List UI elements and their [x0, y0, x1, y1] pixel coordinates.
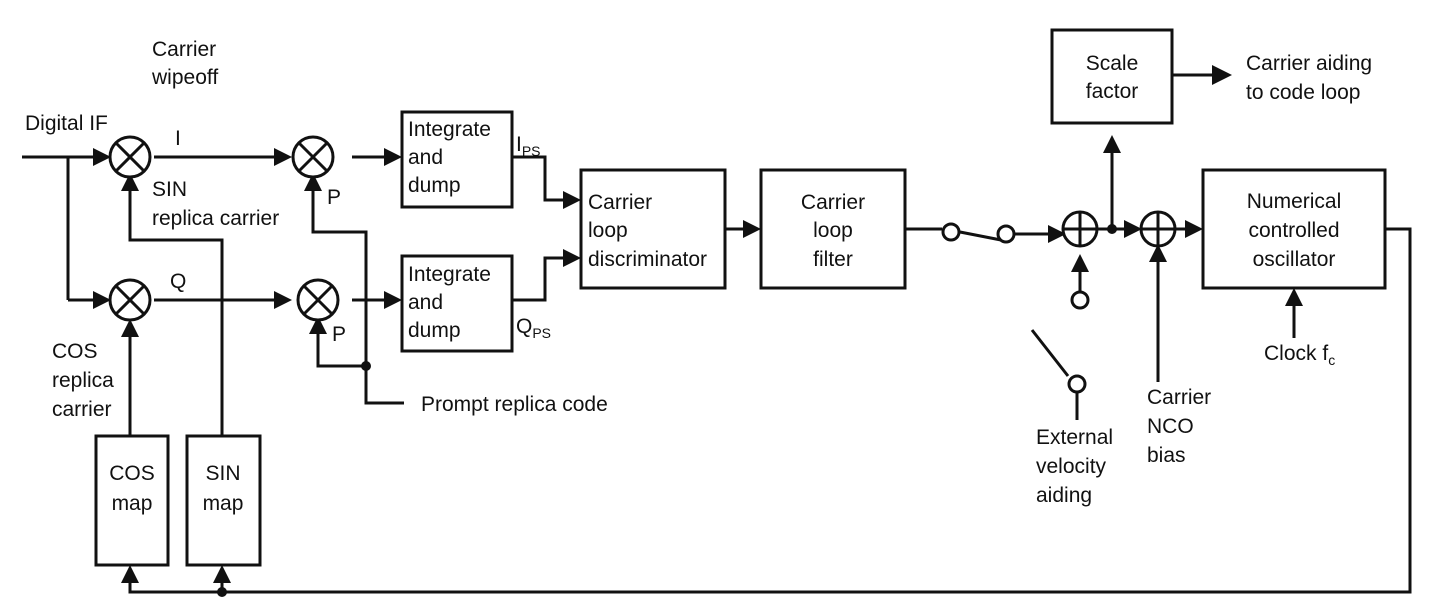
scale-factor-line-2: factor [1086, 80, 1139, 103]
carrier-aiding-output-label-1: Carrier aiding [1246, 52, 1372, 75]
integrate-dump-i-block: Integrate and dump [400, 110, 514, 209]
nco-block: Numerical controlled oscillator [1201, 168, 1387, 290]
summer-aiding [1061, 210, 1099, 248]
junction-dot-scale [1107, 224, 1117, 234]
signal-wires [22, 73, 1412, 594]
mixer-i-wipeoff [108, 135, 152, 179]
carrier-nco-bias-label-1: Carrier [1147, 386, 1211, 409]
carrier-nco-bias-label-3: bias [1147, 444, 1186, 467]
junction-dot-prompt [361, 361, 371, 371]
carrier-loop-discriminator-block: Carrier loop discriminator [579, 168, 727, 290]
integrate-dump-i-line-2: and [408, 146, 443, 169]
integrate-dump-q-block: Integrate and dump [400, 254, 514, 353]
loop-switch-terminal-left [941, 222, 961, 242]
carrier-wipeoff-label-1: Carrier [152, 38, 216, 61]
carrier-loop-filter-block: Carrier loop filter [759, 168, 907, 290]
ips-label: IPS [516, 133, 541, 159]
q-signal-label: Q [170, 270, 186, 293]
external-velocity-aiding-label-3: aiding [1036, 484, 1092, 507]
integrate-dump-i-line-3: dump [408, 174, 461, 197]
digital-if-label: Digital IF [25, 112, 108, 135]
loop-filter-line-2: loop [813, 219, 853, 242]
arrowheads [93, 65, 1303, 583]
sin-map-block: SIN map [185, 434, 262, 567]
discriminator-line-2: loop [588, 219, 628, 242]
sin-replica-label-2: replica carrier [152, 207, 279, 230]
sin-map-line-2: map [203, 492, 244, 515]
scale-factor-line-1: Scale [1086, 52, 1139, 75]
aiding-switch-terminal [1067, 374, 1087, 394]
cos-map-block: COS map [94, 434, 170, 567]
mixer-i-prompt [291, 135, 335, 179]
loop-filter-line-1: Carrier [801, 191, 865, 214]
discriminator-line-3: discriminator [588, 248, 707, 271]
integrate-dump-q-line-3: dump [408, 319, 461, 342]
sin-map-line-1: SIN [205, 462, 240, 485]
summer-nco-bias [1139, 210, 1177, 248]
nco-line-3: oscillator [1253, 248, 1336, 271]
integrate-dump-i-line-1: Integrate [408, 118, 491, 141]
mixer-q-prompt [296, 278, 340, 322]
nco-line-2: controlled [1248, 219, 1339, 242]
integrate-dump-q-line-1: Integrate [408, 263, 491, 286]
loop-filter-line-3: filter [813, 248, 853, 271]
cos-map-line-2: map [112, 492, 153, 515]
p-lower-label: P [332, 323, 346, 346]
p-upper-label: P [327, 186, 341, 209]
qps-label: QPS [516, 315, 551, 341]
cos-map-line-1: COS [109, 462, 155, 485]
carrier-nco-bias-label-2: NCO [1147, 415, 1194, 438]
discriminator-line-1: Carrier [588, 191, 652, 214]
external-velocity-aiding-label-2: velocity [1036, 455, 1107, 478]
carrier-aiding-output-label-2: to code loop [1246, 81, 1360, 104]
nco-line-1: Numerical [1247, 190, 1342, 213]
external-velocity-aiding-label-1: External [1036, 426, 1113, 449]
cos-replica-label-3: carrier [52, 398, 112, 421]
cos-replica-label-1: COS [52, 340, 98, 363]
scale-factor-block: Scale factor [1050, 28, 1174, 125]
carrier-wipeoff-label-2: wipeoff [151, 66, 218, 89]
mixer-q-wipeoff [108, 278, 152, 322]
integrate-dump-q-line-2: and [408, 291, 443, 314]
prompt-replica-code-label: Prompt replica code [421, 393, 608, 416]
cos-replica-label-2: replica [52, 369, 114, 392]
clock-label: Clock fc [1264, 342, 1335, 368]
sum-input-terminal [1070, 290, 1090, 310]
junction-dot-feedback [217, 587, 227, 597]
i-signal-label: I [175, 127, 181, 150]
loop-switch-terminal-right [996, 224, 1016, 244]
sin-replica-label-1: SIN [152, 178, 187, 201]
